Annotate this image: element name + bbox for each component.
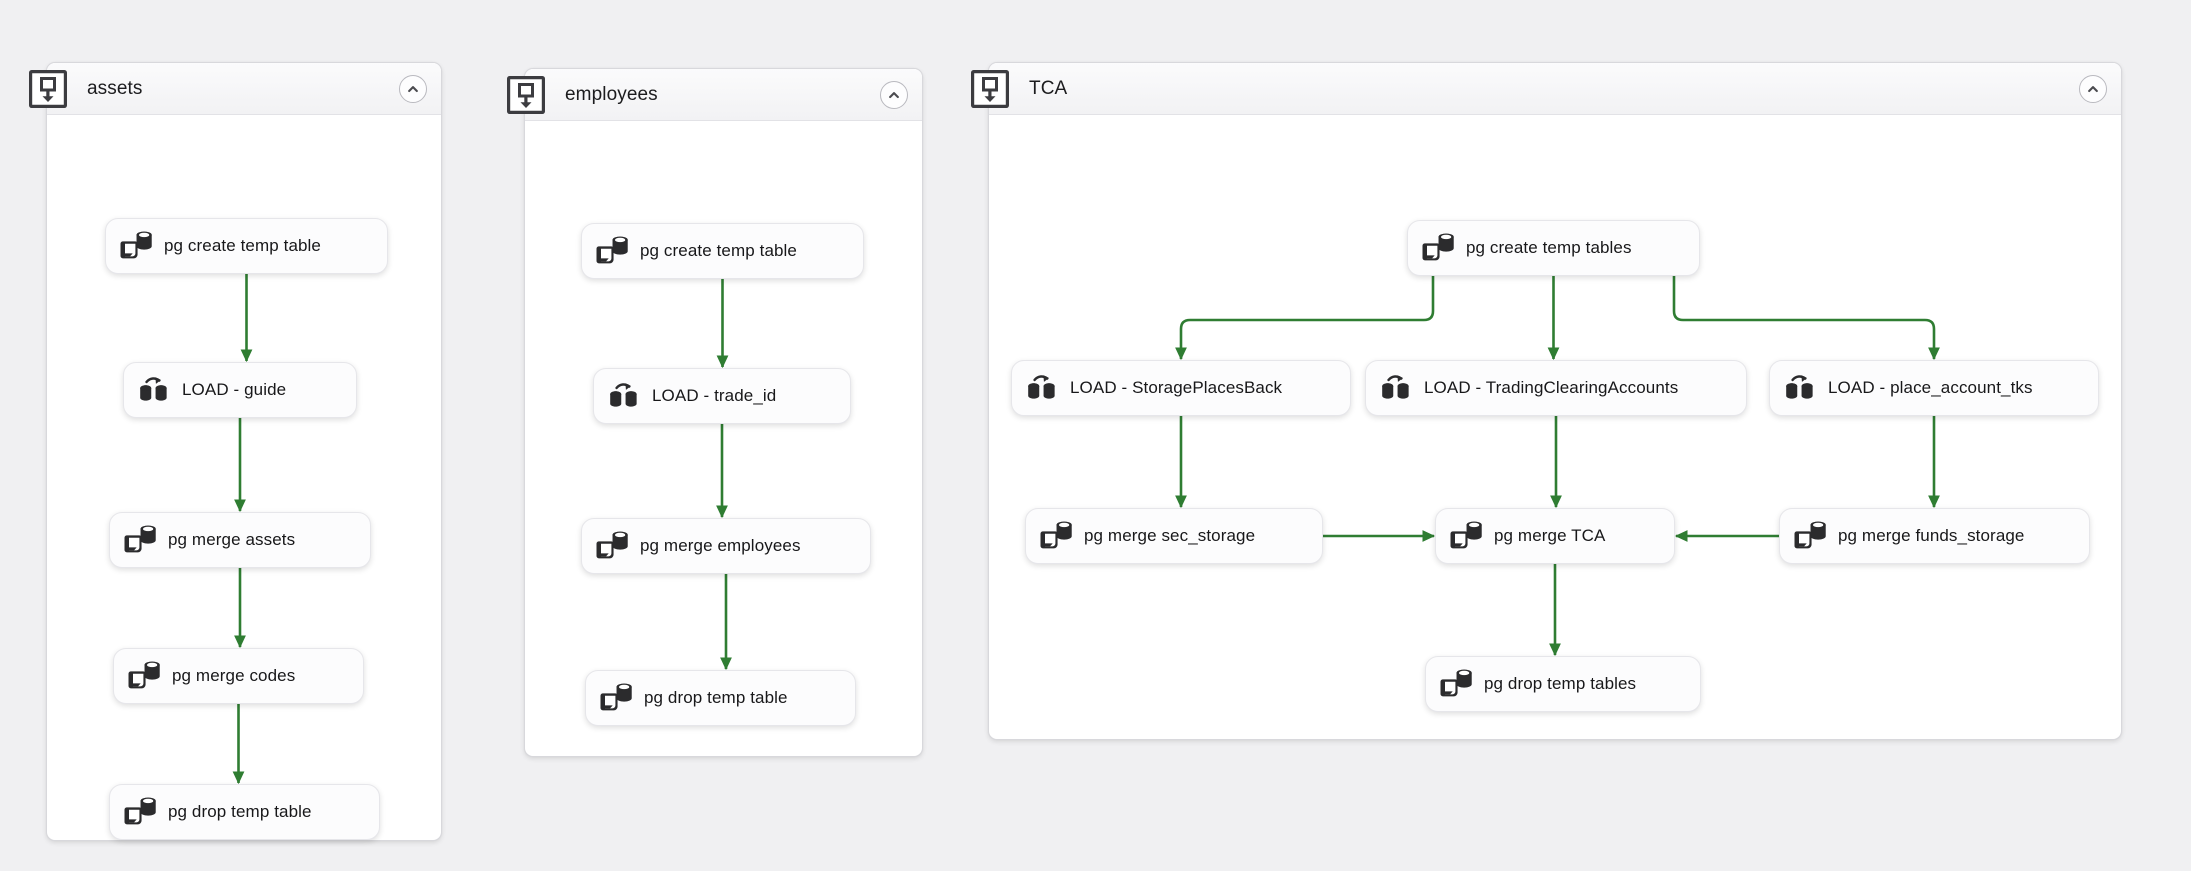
node-t3[interactable]: LOAD - TradingClearingAccounts	[1365, 360, 1747, 416]
node-a2[interactable]: LOAD - guide	[123, 362, 357, 418]
group-title-employees: employees	[565, 83, 658, 105]
load-transfer-icon	[1380, 373, 1414, 403]
chevron-up-icon	[406, 82, 420, 96]
group-header-assets: assets	[29, 63, 441, 115]
group-download-icon	[29, 69, 67, 108]
node-label: pg create temp table	[640, 241, 797, 260]
node-label: pg drop temp table	[168, 802, 312, 821]
node-label: pg merge funds_storage	[1838, 526, 2025, 545]
group-employees[interactable]: employees pg create temp table LOAD - tr…	[507, 68, 923, 757]
group-assets[interactable]: assets pg create temp table LOAD - guide	[29, 62, 442, 841]
pg-database-icon	[1040, 521, 1074, 551]
node-label: pg merge employees	[640, 536, 801, 555]
pg-database-icon	[1440, 669, 1474, 699]
node-t2[interactable]: LOAD - StoragePlacesBack	[1011, 360, 1351, 416]
node-e4[interactable]: pg drop temp table	[585, 670, 856, 726]
load-transfer-icon	[138, 375, 172, 405]
node-e3[interactable]: pg merge employees	[581, 518, 871, 574]
node-label: pg create temp table	[164, 236, 321, 255]
node-label: LOAD - TradingClearingAccounts	[1424, 378, 1679, 397]
node-t1[interactable]: pg create temp tables	[1407, 220, 1700, 276]
pg-database-icon	[120, 231, 154, 261]
group-body-assets: pg create temp table LOAD - guide pg mer…	[47, 115, 441, 840]
group-tca[interactable]: TCA pg create temp tables LOAD - Storage…	[971, 62, 2122, 740]
node-label: LOAD - trade_id	[652, 386, 777, 405]
pg-database-icon	[128, 661, 162, 691]
node-a5[interactable]: pg drop temp table	[109, 784, 380, 840]
node-a1[interactable]: pg create temp table	[105, 218, 388, 274]
group-body-tca: pg create temp tables LOAD - StoragePlac…	[989, 115, 2121, 739]
group-title-assets: assets	[87, 77, 143, 99]
node-label: pg drop temp tables	[1484, 674, 1637, 693]
node-t6[interactable]: pg merge TCA	[1435, 508, 1675, 564]
edge-layer-tca	[1175, 276, 1940, 657]
chevron-up-icon	[2086, 82, 2100, 96]
node-a3[interactable]: pg merge assets	[109, 512, 371, 568]
node-label: pg create temp tables	[1466, 238, 1632, 257]
node-label: LOAD - StoragePlacesBack	[1070, 378, 1283, 397]
node-label: pg merge assets	[168, 530, 296, 549]
node-label: pg merge codes	[172, 666, 296, 685]
pg-database-icon	[600, 683, 634, 713]
node-t5[interactable]: pg merge sec_storage	[1025, 508, 1323, 564]
node-e2[interactable]: LOAD - trade_id	[593, 368, 851, 424]
node-t8[interactable]: pg drop temp tables	[1425, 656, 1701, 712]
load-transfer-icon	[1784, 373, 1818, 403]
group-title-tca: TCA	[1029, 77, 1068, 99]
node-label: pg merge sec_storage	[1084, 526, 1256, 545]
load-transfer-icon	[1026, 373, 1060, 403]
pg-database-icon	[596, 236, 630, 266]
pg-database-icon	[596, 531, 630, 561]
node-label: pg drop temp table	[644, 688, 788, 707]
pg-database-icon	[124, 525, 158, 555]
node-label: LOAD - place_account_tks	[1828, 378, 2033, 397]
group-header-tca: TCA	[971, 63, 2121, 115]
node-a4[interactable]: pg merge codes	[113, 648, 364, 704]
pg-database-icon	[1794, 521, 1828, 551]
collapse-button-tca[interactable]	[2079, 74, 2107, 103]
collapse-button-employees[interactable]	[880, 80, 908, 109]
node-label: LOAD - guide	[182, 380, 287, 399]
group-download-icon	[971, 69, 1009, 108]
chevron-up-icon	[887, 88, 901, 102]
pg-database-icon	[1450, 521, 1484, 551]
collapse-button-assets[interactable]	[399, 74, 427, 103]
pg-database-icon	[124, 797, 158, 827]
node-t4[interactable]: LOAD - place_account_tks	[1769, 360, 2099, 416]
load-transfer-icon	[608, 381, 642, 411]
edge-layer-employees	[716, 279, 732, 671]
pg-database-icon	[1422, 233, 1456, 263]
node-t7[interactable]: pg merge funds_storage	[1779, 508, 2090, 564]
node-label: pg merge TCA	[1494, 526, 1606, 545]
node-e1[interactable]: pg create temp table	[581, 223, 864, 279]
group-body-employees: pg create temp table LOAD - trade_id pg …	[525, 121, 922, 756]
group-download-icon	[507, 75, 545, 114]
group-header-employees: employees	[507, 69, 922, 121]
